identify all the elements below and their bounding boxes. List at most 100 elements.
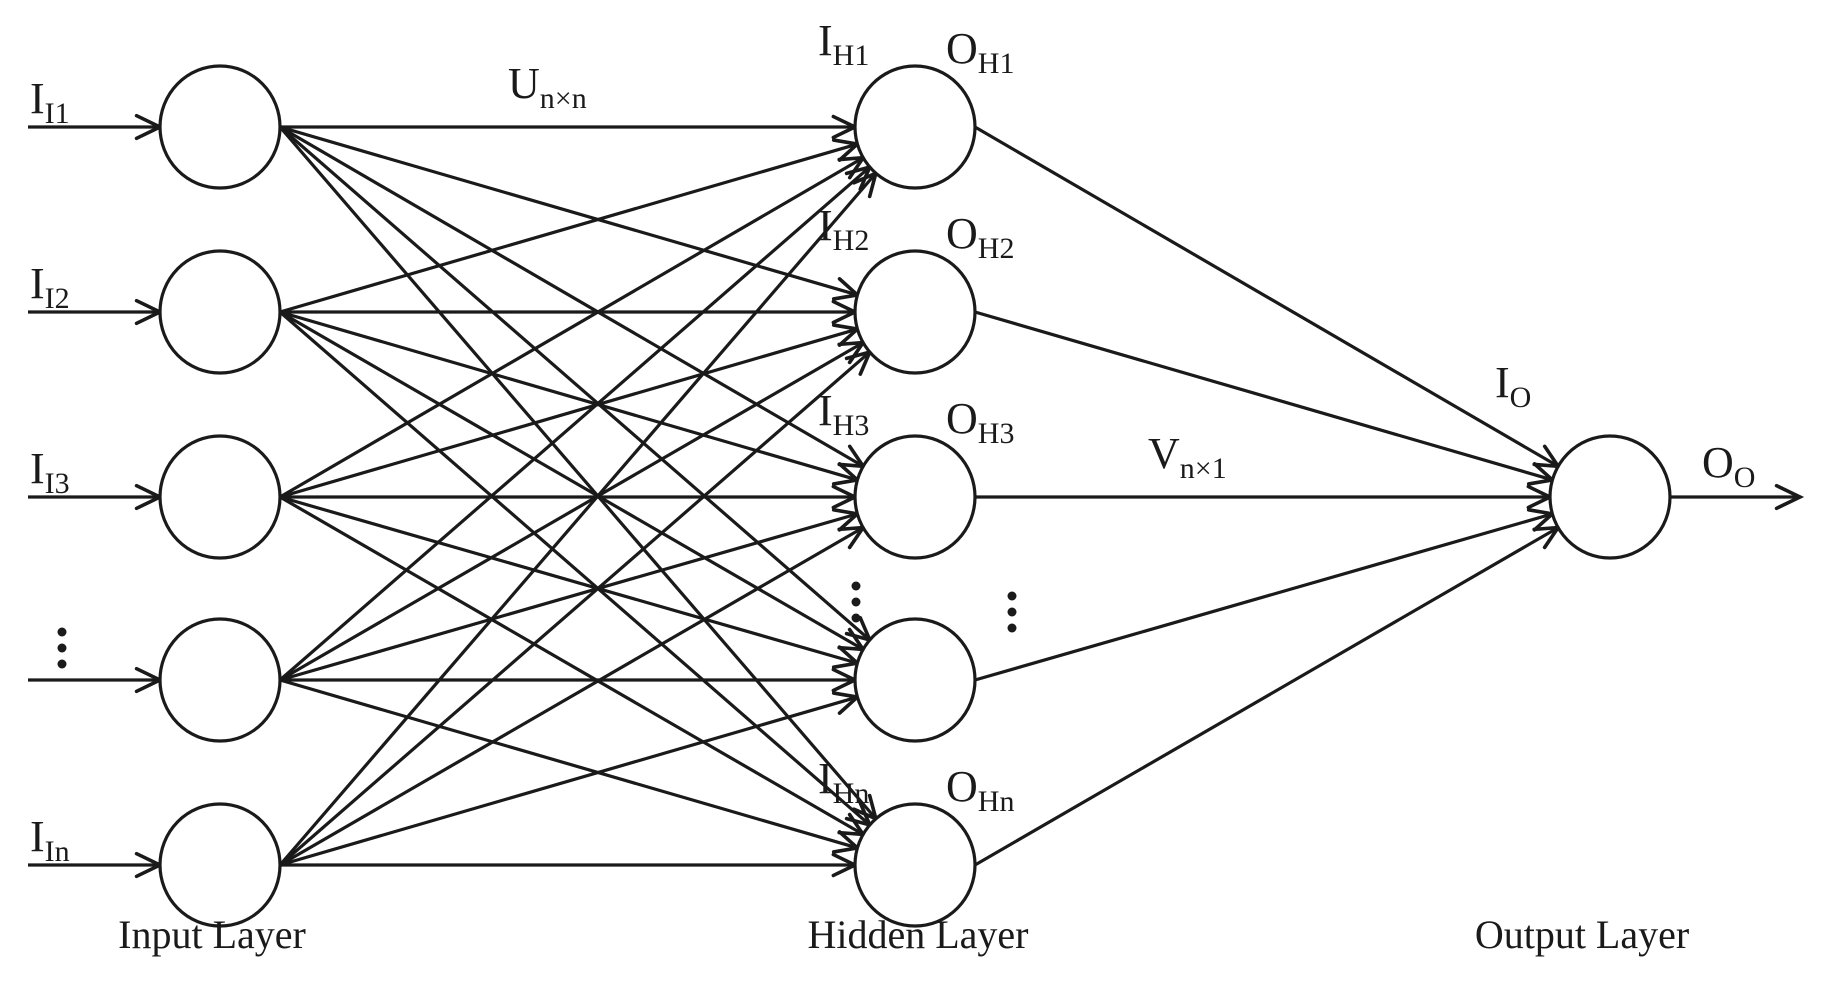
input-node — [158, 64, 282, 190]
edge-input4-hidden2 — [279, 341, 864, 682]
hidden-input-label-3: IH3 — [818, 386, 869, 442]
hidden-input-label-3-subscript: H3 — [833, 409, 870, 442]
input-node — [158, 802, 282, 928]
input-ellipsis — [57, 627, 67, 669]
hidden-output-label-5-main: O — [946, 762, 978, 811]
input-label-3: II3 — [30, 444, 70, 500]
input-label-1: II1 — [30, 74, 70, 130]
hidden-in-ellipsis — [851, 581, 861, 623]
edge-input3-hidden2 — [279, 327, 858, 499]
ellipsis-dot — [851, 613, 861, 623]
input-label-2: II2 — [30, 259, 70, 315]
network-nodes — [158, 64, 1672, 928]
edge-input5-hidden2 — [278, 350, 871, 867]
weight-u-label-main: U — [508, 59, 540, 108]
ellipsis-dot — [57, 643, 67, 653]
weight-u-label: Un×n — [508, 59, 587, 115]
input-label-5: IIn — [30, 812, 70, 868]
hidden-node — [853, 64, 977, 190]
edge-input1-hidden4 — [278, 125, 871, 642]
input-label-1-main: I — [30, 74, 45, 123]
hidden-output-label-5: OHn — [946, 762, 1014, 818]
output-input-label: IO — [1495, 358, 1531, 414]
ellipsis-dot — [851, 581, 861, 591]
hidden-output-label-5-subscript: Hn — [978, 785, 1015, 818]
input-label-3-subscript: I3 — [45, 467, 70, 500]
hidden-output-label-1-main: O — [946, 24, 978, 73]
hidden-input-label-5-main: I — [818, 754, 833, 803]
edge-input3-hidden5 — [279, 495, 864, 836]
hidden-node — [853, 617, 977, 743]
edge-input2-hidden5 — [278, 310, 871, 827]
hidden-output-label-3-main: O — [946, 394, 978, 443]
input-label-3-main: I — [30, 444, 45, 493]
hidden-input-label-2-main: I — [818, 201, 833, 250]
output-node — [1548, 434, 1672, 560]
arrowhead-icon — [1774, 483, 1805, 511]
arrowhead-icon — [1532, 444, 1562, 469]
hidden-input-label-1-main: I — [818, 16, 833, 65]
hidden-output-label-2-main: O — [946, 209, 978, 258]
edge-input1-hidden2 — [279, 125, 858, 297]
edge-hidden2-output — [974, 310, 1553, 482]
input-node — [158, 249, 282, 375]
hidden-node — [853, 434, 977, 560]
ellipsis-dot — [1007, 607, 1017, 617]
output-output-label-main: O — [1702, 438, 1734, 487]
ellipsis-dot — [57, 627, 67, 637]
edge-input2-hidden3 — [279, 310, 858, 482]
edge-input5-hidden3 — [279, 526, 864, 867]
ellipsis-dot — [57, 659, 67, 669]
ellipsis-dot — [1007, 591, 1017, 601]
weight-v-label-main: V — [1148, 429, 1180, 478]
edge-hidden1-output — [974, 125, 1559, 468]
weight-v-label: Vn×1 — [1148, 429, 1227, 485]
hidden-input-label-2: IH2 — [818, 201, 869, 257]
edge-input4-hidden5 — [279, 678, 858, 850]
hidden-output-label-2-subscript: H2 — [978, 232, 1015, 265]
input-node — [158, 434, 282, 560]
hidden-input-label-1: IH1 — [818, 16, 869, 72]
edge-input2-hidden1 — [279, 142, 858, 314]
output-input-label-subscript: O — [1510, 381, 1532, 414]
edge-input4-hidden3 — [279, 512, 858, 682]
edge-input1-hidden5 — [278, 125, 878, 820]
edge-input1-hidden3 — [279, 125, 864, 468]
edge-input2-hidden4 — [279, 310, 864, 651]
input-label-5-subscript: In — [45, 835, 70, 868]
input-label-5-main: I — [30, 812, 45, 861]
edge-hidden4-output — [974, 512, 1553, 682]
input-label-2-main: I — [30, 259, 45, 308]
weight-v-label-subscript: n×1 — [1180, 452, 1227, 485]
hidden-output-label-1: OH1 — [946, 24, 1014, 80]
connection-edges — [28, 113, 1805, 879]
hidden-node — [853, 249, 977, 375]
weight-u-label-subscript: n×n — [540, 82, 587, 115]
input-label-2-subscript: I2 — [45, 282, 70, 315]
edge-input5-hidden1 — [278, 172, 878, 867]
edge-input3-hidden4 — [279, 495, 858, 665]
hidden-output-label-2: OH2 — [946, 209, 1014, 265]
hidden-node — [853, 802, 977, 928]
hidden-input-label-3-main: I — [818, 386, 833, 435]
output-output-label-subscript: O — [1734, 461, 1756, 494]
hidden-output-label-3-subscript: H3 — [978, 417, 1015, 450]
hidden-input-label-1-subscript: H1 — [833, 39, 870, 72]
input-node — [158, 617, 282, 743]
input-label-1-subscript: I1 — [45, 97, 70, 130]
edge-input5-hidden4 — [279, 695, 858, 867]
arrowhead-icon — [837, 444, 867, 469]
edge-hidden5-output — [974, 526, 1559, 867]
edge-input4-hidden1 — [278, 165, 871, 682]
hidden-input-label-2-subscript: H2 — [833, 224, 870, 257]
hidden-out-ellipsis — [1007, 591, 1017, 633]
hidden-output-label-1-subscript: H1 — [978, 47, 1015, 80]
output-output-label: OO — [1702, 438, 1755, 494]
output-input-label-main: I — [1495, 358, 1510, 407]
ellipsis-dot — [1007, 623, 1017, 633]
edge-input3-hidden1 — [279, 156, 864, 499]
hidden-input-label-5-subscript: Hn — [833, 777, 870, 810]
hidden-input-label-5: IHn — [818, 754, 869, 810]
